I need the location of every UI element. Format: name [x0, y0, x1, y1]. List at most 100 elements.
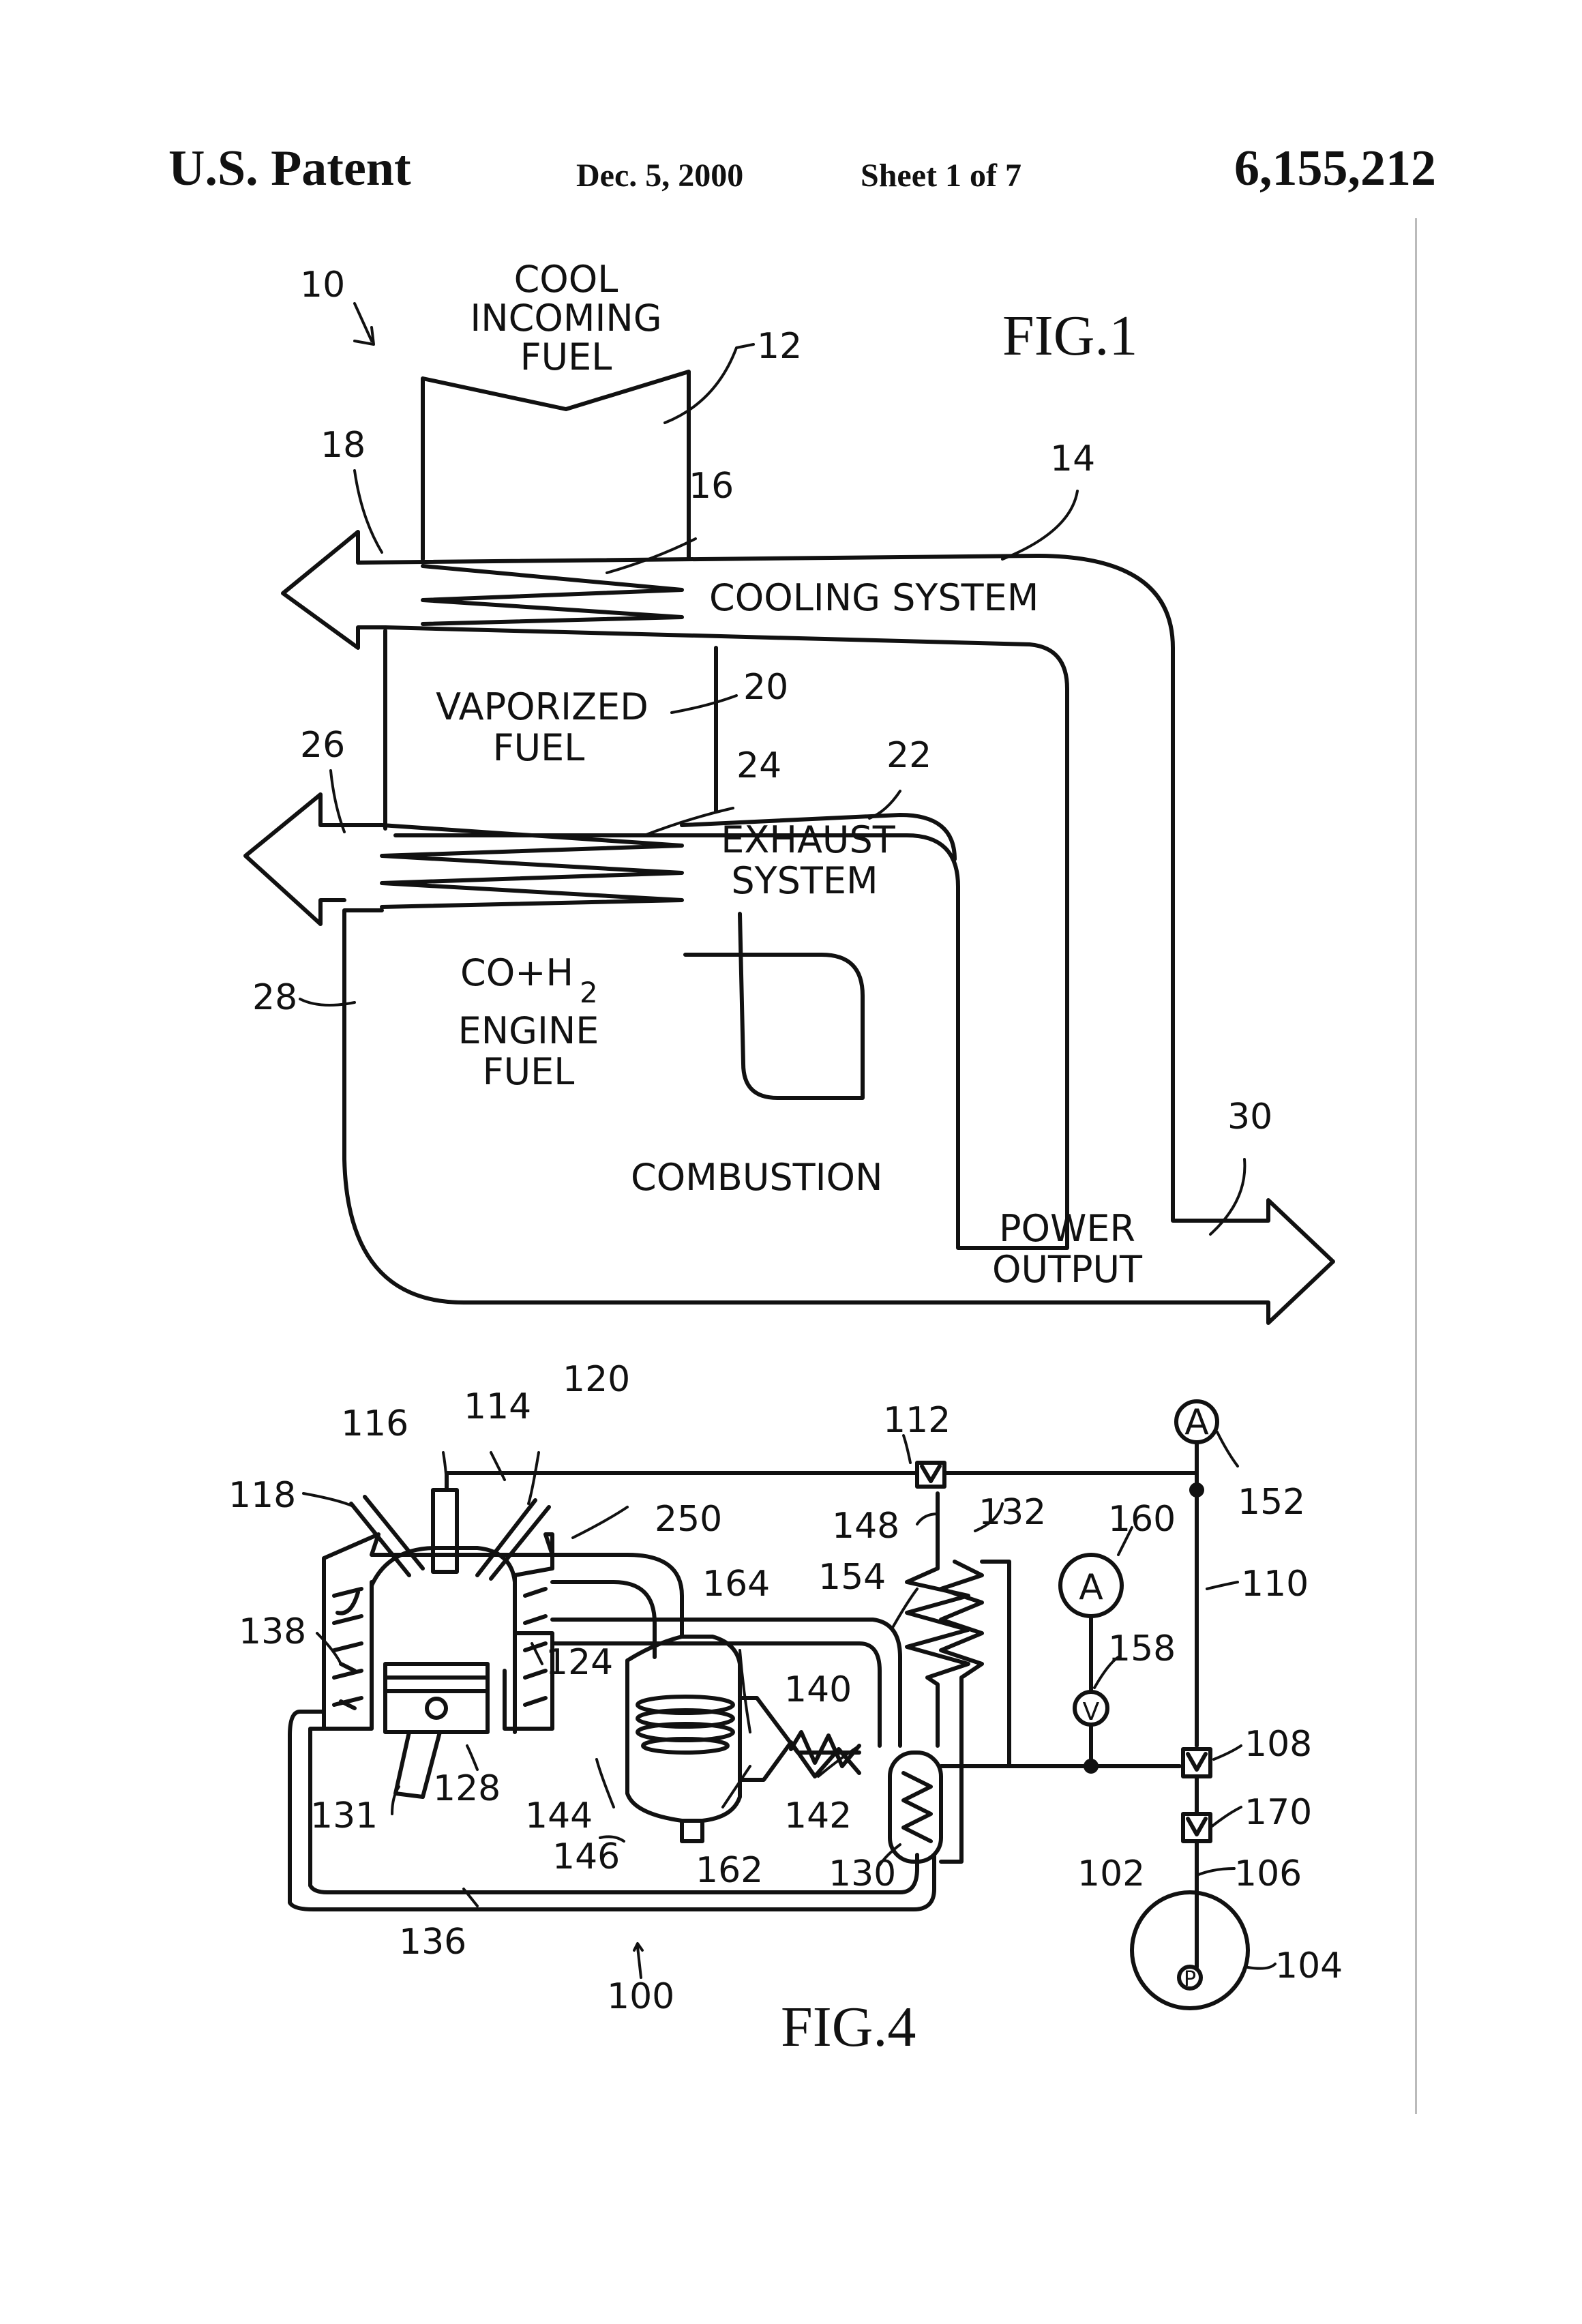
svg-text:124: 124	[546, 1642, 613, 1683]
fig1-title: FIG.1	[1002, 304, 1137, 368]
injector-116	[433, 1490, 457, 1572]
svg-text:108: 108	[1244, 1724, 1312, 1765]
svg-text:138: 138	[239, 1611, 306, 1652]
svg-text:26: 26	[300, 725, 345, 766]
svg-text:FUEL: FUEL	[493, 726, 585, 769]
svg-text:24: 24	[736, 745, 781, 786]
svg-text:160: 160	[1108, 1499, 1176, 1540]
svg-text:170: 170	[1244, 1792, 1312, 1833]
exhaust-pipe-outer	[552, 1555, 682, 1637]
cooling-system-channel	[344, 556, 1333, 1323]
fig1-arrow-26	[245, 794, 382, 924]
svg-text:100: 100	[607, 1976, 674, 2017]
ammeter-160-letter: A	[1079, 1567, 1103, 1608]
svg-text:136: 136	[399, 1922, 466, 1963]
svg-text:120: 120	[563, 1359, 630, 1400]
reformer-coil-4	[643, 1739, 728, 1753]
svg-text:COOL: COOL	[514, 258, 618, 301]
svg-text:12: 12	[757, 326, 802, 367]
svg-text:114: 114	[464, 1386, 531, 1427]
svg-text:140: 140	[784, 1669, 852, 1710]
svg-text:146: 146	[552, 1836, 620, 1877]
svg-text:162: 162	[696, 1850, 763, 1891]
svg-text:VAPORIZED: VAPORIZED	[436, 685, 648, 728]
valve-120	[477, 1500, 549, 1579]
fuel-line-114	[447, 1473, 917, 1490]
svg-text:158: 158	[1108, 1628, 1176, 1669]
power-output-label: POWER OUTPUT	[992, 1207, 1143, 1291]
svg-text:10: 10	[300, 265, 345, 306]
valve-108-mark	[1188, 1754, 1206, 1770]
svg-text:OUTPUT: OUTPUT	[992, 1248, 1143, 1291]
fuel-pump-letter: P	[1184, 1967, 1196, 1991]
ref-14-leader	[1002, 491, 1077, 559]
ammeter-152-letter: A	[1184, 1402, 1209, 1443]
cooling-system-label: COOLING SYSTEM	[709, 576, 1039, 619]
svg-text:131: 131	[310, 1796, 378, 1836]
svg-text:250: 250	[655, 1499, 722, 1540]
heat-exchanger-16	[423, 566, 682, 624]
piston-pin	[427, 1699, 446, 1718]
svg-text:SYSTEM: SYSTEM	[731, 859, 878, 902]
svg-text:16: 16	[689, 466, 734, 507]
vaporized-fuel-label: VAPORIZED FUEL	[436, 685, 648, 769]
svg-text:116: 116	[341, 1403, 408, 1444]
engine-block-hatch-left	[334, 1589, 361, 1705]
heat-exchanger-154	[907, 1493, 968, 1746]
ref-16-leader	[607, 539, 696, 573]
valve-170-mark	[1188, 1819, 1206, 1834]
svg-text:22: 22	[886, 735, 931, 776]
junction-top	[1191, 1484, 1203, 1496]
junction-lower	[1085, 1760, 1097, 1772]
heater-142	[791, 1732, 859, 1766]
fig4-title: FIG.4	[781, 1995, 916, 2059]
svg-text:104: 104	[1275, 1946, 1343, 1986]
svg-text:ENGINE: ENGINE	[458, 1009, 599, 1052]
svg-text:FUEL: FUEL	[520, 336, 612, 378]
fig4-reference-numerals: 100 102 104 106 108 110 112 114 116 118 …	[228, 1359, 1343, 2017]
svg-text:106: 106	[1234, 1853, 1302, 1894]
ref-26-leader	[331, 771, 344, 832]
svg-text:CO+H: CO+H	[460, 951, 573, 994]
voltmeter-158-letter: V	[1083, 1698, 1100, 1726]
svg-text:2: 2	[580, 976, 598, 1009]
fig1-arrow-18	[283, 532, 385, 648]
svg-text:18: 18	[320, 425, 365, 466]
cool-incoming-fuel-label: COOL INCOMING FUEL	[470, 258, 661, 378]
heat-exchanger-132	[941, 1562, 982, 1862]
piston-rings	[385, 1678, 488, 1691]
svg-text:130: 130	[829, 1853, 896, 1894]
svg-text:112: 112	[883, 1400, 951, 1441]
svg-text:POWER: POWER	[999, 1207, 1135, 1250]
ref-10-arrow	[355, 303, 374, 344]
ref-30-leader	[1210, 1159, 1244, 1234]
svg-text:132: 132	[979, 1492, 1046, 1533]
svg-text:164: 164	[702, 1564, 770, 1605]
svg-text:20: 20	[743, 667, 788, 708]
svg-text:142: 142	[784, 1796, 852, 1836]
incoming-fuel-tank	[423, 372, 689, 559]
valve-112-mark	[922, 1466, 940, 1481]
ref-20-leader	[672, 696, 736, 713]
svg-text:144: 144	[525, 1796, 593, 1836]
combustion-label: COMBUSTION	[631, 1156, 882, 1199]
svg-text:EXHAUST: EXHAUST	[721, 818, 895, 861]
svg-text:110: 110	[1241, 1564, 1309, 1605]
engine-fuel-label: CO+H 2 ENGINE FUEL	[458, 951, 599, 1093]
ref-12-leader	[665, 344, 753, 423]
svg-text:FUEL: FUEL	[483, 1050, 575, 1093]
svg-text:148: 148	[832, 1506, 899, 1547]
fig1-diagram: FIG.1 COOL INCOM	[245, 258, 1333, 1323]
combustion-chamber	[685, 914, 863, 1098]
svg-text:30: 30	[1227, 1097, 1272, 1137]
fig1-reference-numerals: 10 12 14 16 18 20 22 24 26 28 30	[252, 265, 1272, 1137]
svg-text:152: 152	[1238, 1482, 1305, 1523]
exhaust-system-label: EXHAUST SYSTEM	[721, 818, 895, 902]
svg-text:28: 28	[252, 977, 297, 1018]
vaporizer-coil	[904, 1773, 931, 1841]
svg-text:118: 118	[228, 1475, 296, 1516]
svg-text:154: 154	[818, 1557, 886, 1598]
svg-text:INCOMING: INCOMING	[470, 297, 661, 340]
engine-block-hatch-right	[525, 1589, 546, 1705]
